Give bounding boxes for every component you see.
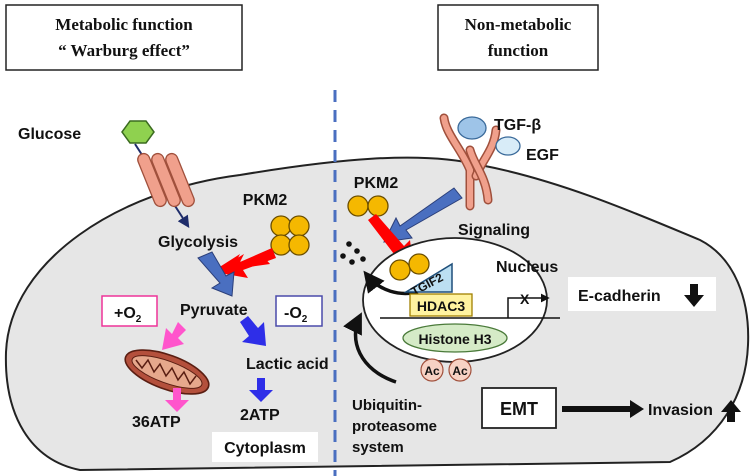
nuclear-pkm2-icon — [389, 253, 430, 281]
ubiquitin-curved-arrow — [343, 312, 397, 384]
transcription-start-arrow — [507, 293, 550, 318]
minus-o2-box — [275, 295, 323, 327]
degraded-protein-dots-icon — [340, 241, 366, 265]
transcription-blocked-mark: X — [520, 291, 530, 307]
plus-o2-box — [101, 295, 158, 327]
up-arrow-icon — [721, 400, 741, 422]
e-cadherin-label: E-cadherin — [578, 288, 661, 305]
tgf-beta-label: TGF-β — [494, 117, 541, 134]
mitochondrion-icon — [124, 349, 210, 395]
pyruvate-label: Pyruvate — [180, 302, 248, 319]
emt-invasion-arrow — [562, 400, 644, 418]
nucleus-label: Nucleus — [496, 259, 558, 276]
histone-label: Histone H3 — [418, 331, 491, 347]
hdac3-box — [409, 293, 473, 317]
pkm2-left-label: PKM2 — [243, 192, 288, 209]
minus-o2-label: -O2 — [284, 305, 308, 325]
tgf-beta-ligand-icon — [457, 116, 487, 140]
histone-h3 — [402, 323, 508, 353]
egf-label: EGF — [526, 147, 559, 164]
tgif2-triangle — [403, 262, 453, 293]
title-metabolic-line1: Metabolic function — [55, 15, 193, 34]
anaerobic-violet-arrow — [240, 316, 266, 346]
lactic-atp-violet-arrow — [249, 378, 273, 402]
acetyl-2-label: Ac — [452, 364, 468, 378]
ubiquitin-line2: proteasome — [352, 418, 437, 435]
title-metabolic-line2: “ Warburg effect” — [58, 41, 190, 60]
aerobic-pink-arrow — [162, 322, 186, 350]
glycolysis-label: Glycolysis — [158, 234, 238, 251]
plus-o2-label: +O2 — [114, 305, 142, 325]
glucose-transporter-icon — [137, 152, 195, 208]
egf-ligand-icon — [495, 136, 521, 156]
pkm2-tetramer-icon — [270, 215, 310, 256]
ubiquitin-line3: system — [352, 439, 404, 456]
pkm2-red-arrow-shape — [214, 248, 276, 278]
down-arrow-icon — [684, 284, 704, 307]
acetyl-2 — [448, 358, 472, 382]
title-nonmetabolic-line1: Non-metabolic — [465, 15, 572, 34]
title-metabolic: Metabolic function “ Warburg effect” — [5, 4, 243, 71]
pkm2-right-label: PKM2 — [354, 175, 399, 192]
acetyl-1 — [420, 358, 444, 382]
glucose-hexagon-icon — [121, 120, 155, 144]
ubiquitin-line1: Ubiquitin- — [352, 397, 422, 414]
receptor-icon — [439, 113, 501, 211]
atp2-label: 2ATP — [240, 407, 280, 424]
mito-atp-pink-arrow — [165, 388, 189, 412]
invasion-label: Invasion — [648, 402, 713, 419]
emt-label: EMT — [500, 399, 538, 419]
lactic-acid-label: Lactic acid — [246, 356, 329, 373]
hdac3-label: HDAC3 — [417, 298, 465, 314]
emt-box — [481, 387, 557, 429]
signaling-label: Signaling — [458, 222, 530, 239]
pkm2-dimer-icon — [347, 195, 389, 217]
title-nonmetabolic-line2: function — [488, 41, 549, 60]
glucose-label: Glucose — [18, 126, 81, 143]
acetyl-1-label: Ac — [424, 364, 440, 378]
cytoplasm-label: Cytoplasm — [224, 440, 306, 457]
atp36-label: 36ATP — [132, 414, 181, 431]
cytoplasm-box — [212, 432, 318, 462]
title-nonmetabolic: Non-metabolic function — [437, 4, 599, 71]
glycolysis-blue-arrow — [197, 251, 235, 297]
